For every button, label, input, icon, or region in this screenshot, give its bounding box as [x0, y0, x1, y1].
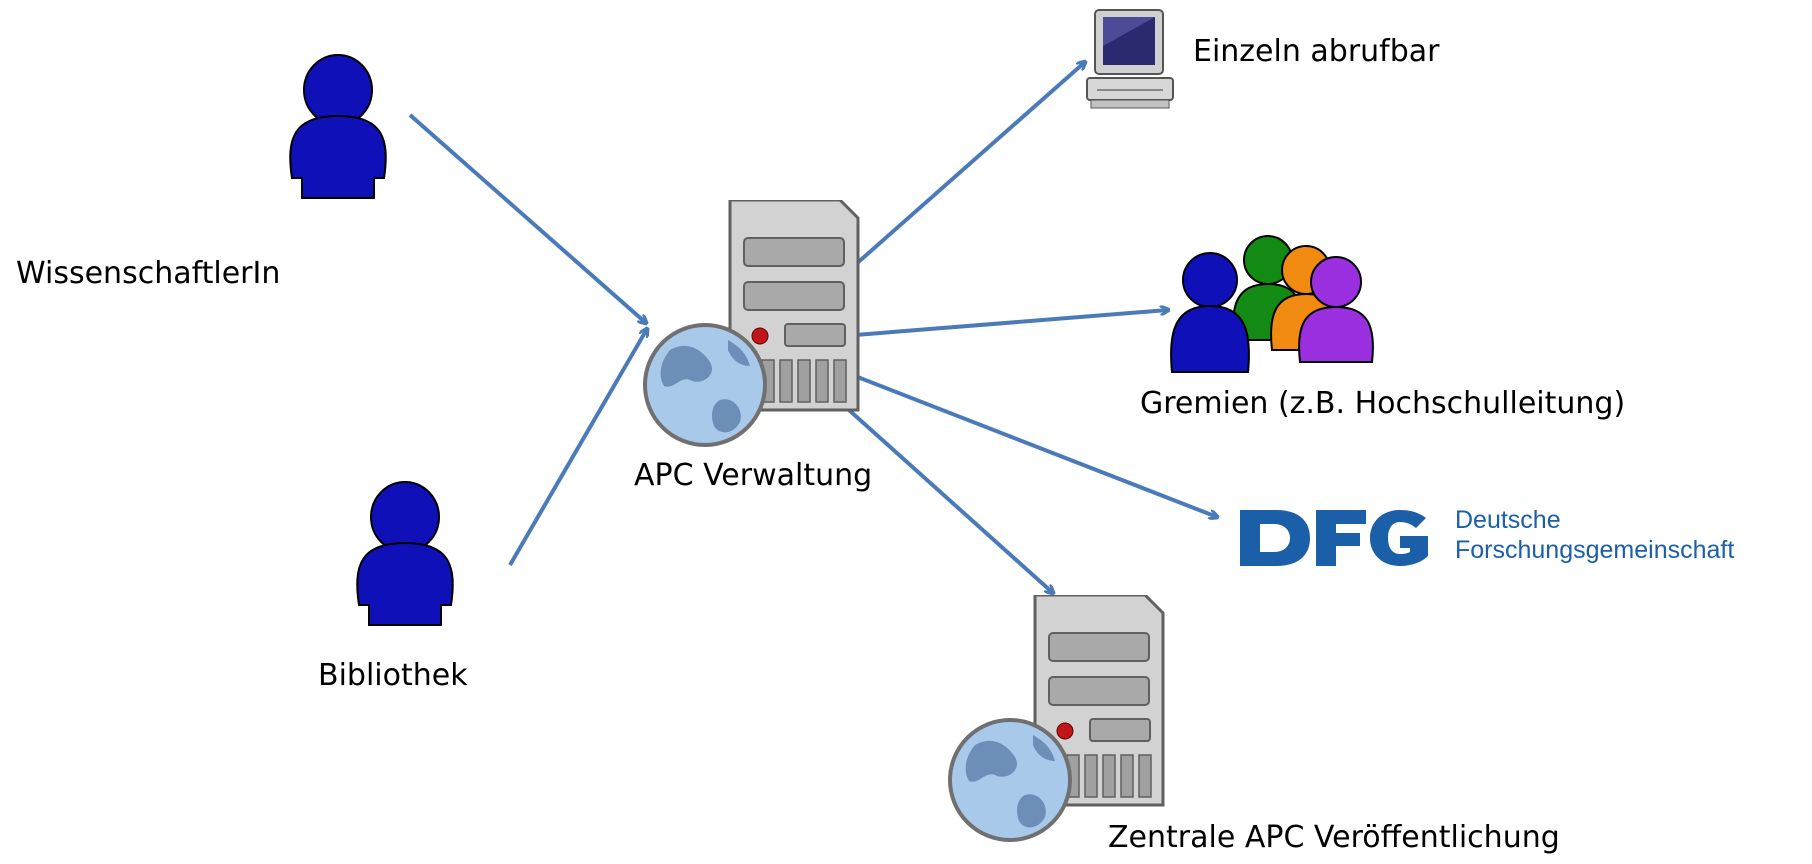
edge-apc-to-individual	[853, 62, 1085, 267]
apc-admin-label: APC Verwaltung	[634, 458, 873, 493]
server-icon	[948, 595, 1165, 842]
server-icon	[643, 200, 860, 447]
central-label: Zentrale APC Veröffentlichung	[1108, 820, 1560, 855]
computer-icon	[1086, 9, 1174, 109]
edge-library-to-apc	[508, 329, 647, 567]
edge-apc-to-committees	[854, 310, 1168, 337]
individual-label: Einzeln abrufbar	[1193, 34, 1440, 69]
dfg-wordmark	[1240, 510, 1428, 566]
group-icon	[1170, 235, 1374, 373]
dfg-line1: Deutsche	[1455, 506, 1561, 534]
globe-icon	[643, 323, 767, 447]
person-icon	[356, 481, 454, 626]
edge-apc-to-central	[838, 400, 1053, 593]
edge-scientist-to-apc	[408, 113, 646, 323]
library-label: Bibliothek	[318, 658, 468, 693]
dfg-line2: Forschungsgemeinschaft	[1455, 536, 1735, 564]
dfg-logo: Deutsche Forschungsgemeinschaft	[1240, 504, 1810, 574]
globe-icon	[948, 718, 1072, 842]
scientist-label: WissenschaftlerIn	[16, 256, 281, 291]
person-icon	[289, 54, 387, 199]
committees-label: Gremien (z.B. Hochschulleitung)	[1140, 386, 1626, 421]
edge-apc-to-dfg	[854, 374, 1217, 517]
